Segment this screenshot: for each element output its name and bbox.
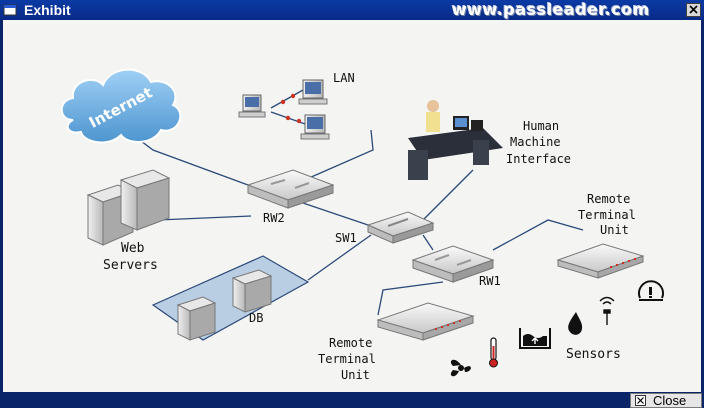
sensors-label: Sensors	[566, 347, 621, 362]
sw1-label: SW1	[335, 231, 357, 245]
lan-link-dots	[280, 93, 302, 124]
network-diagram: Internet LAN Human Machine Interf	[60, 68, 664, 382]
watermark: www.passleader.com	[452, 0, 650, 19]
db-zone	[151, 255, 310, 341]
rtu-icon	[556, 243, 645, 279]
close-button[interactable]: Close	[630, 393, 702, 408]
cloud-icon	[60, 68, 182, 144]
title-bar: Exhibit www.passleader.com	[0, 0, 704, 20]
rtu-top-label-line3: Unit	[600, 223, 629, 237]
close-icon	[635, 395, 646, 406]
rtu-bottom-label-line1: Remote	[329, 336, 372, 350]
status-bar	[0, 392, 704, 408]
close-icon	[689, 5, 698, 14]
web-label-line2: Servers	[103, 258, 158, 273]
link-hmi-sw1	[422, 169, 474, 221]
operator-icon	[408, 100, 503, 180]
thermometer-icon	[489, 337, 498, 368]
rtu-bottom-label-line3: Unit	[341, 368, 370, 382]
workstation-icon	[238, 79, 330, 140]
window-icon	[3, 4, 17, 16]
hmi-label-line3: Interface	[506, 152, 571, 166]
hmi-label-line1: Human	[523, 119, 559, 133]
antenna-icon	[599, 296, 615, 325]
rtu-bottom-label-line2: Terminal	[318, 352, 376, 366]
tank-level-icon	[519, 328, 551, 349]
link-lan-a	[270, 89, 304, 109]
window-title: Exhibit	[24, 2, 71, 18]
fan-icon	[450, 359, 471, 377]
server-icon	[86, 169, 171, 246]
link-web-rw2	[157, 215, 252, 221]
link-sw1-rw1	[422, 234, 434, 251]
link-rw1-rtu-bottom	[377, 281, 444, 316]
rw2-label: RW2	[263, 211, 285, 225]
network-links	[112, 89, 584, 316]
close-button-label: Close	[653, 393, 687, 408]
exhibit-canvas: Internet LAN Human Machine Interf	[3, 20, 701, 392]
db-label: DB	[249, 311, 263, 325]
lan-label: LAN	[333, 71, 355, 85]
title-close-button[interactable]	[686, 3, 701, 17]
link-db-sw1	[307, 234, 372, 281]
rtu-top-label-line2: Terminal	[578, 208, 636, 222]
web-label-line1: Web	[121, 241, 145, 256]
link-lan-rw2	[292, 129, 374, 186]
switch-icon	[411, 245, 495, 283]
rtu-icon	[376, 302, 475, 341]
rw1-label: RW1	[479, 274, 501, 288]
database-icon	[176, 269, 273, 341]
link-rw1-rtu-top	[492, 219, 584, 251]
hmi-label-line2: Machine	[510, 135, 561, 149]
switch-icon	[246, 169, 335, 209]
oil-drop-icon	[568, 312, 583, 335]
rtu-top-label-line1: Remote	[587, 192, 630, 206]
switch-icon	[366, 211, 435, 244]
link-rw2-sw1	[302, 202, 369, 226]
pressure-gauge-icon	[638, 280, 664, 301]
